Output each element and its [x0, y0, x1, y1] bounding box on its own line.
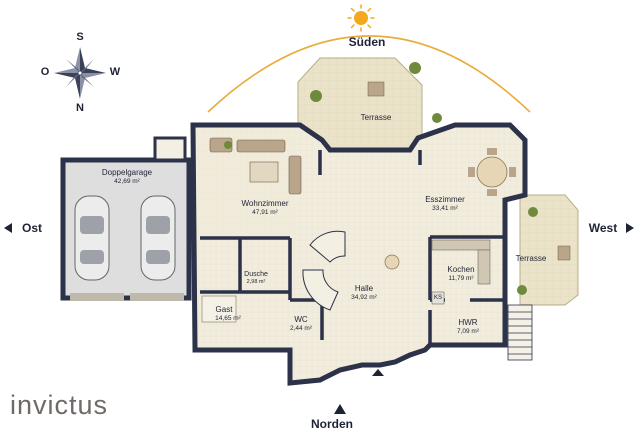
plant-icon	[224, 62, 538, 295]
room-gast-name: Gast	[215, 305, 233, 314]
dining-table	[468, 148, 516, 196]
staircase	[302, 230, 346, 311]
compass-rose-icon	[54, 47, 106, 99]
room-ks-name: KS	[433, 295, 443, 301]
room-gast-area: 14,65 m²	[215, 315, 241, 322]
compass-label-e: O	[40, 66, 50, 78]
room-wohnzimmer-area: 47,91 m²	[252, 209, 278, 216]
compass-label-n: N	[76, 102, 84, 114]
arrow-down-icon	[334, 404, 346, 414]
room-esszimmer-area: 33,41 m²	[432, 205, 458, 212]
compass-label-s: S	[76, 31, 84, 43]
room-dusche-area: 2,98 m²	[246, 279, 266, 285]
room-halle-name: Halle	[354, 284, 374, 293]
room-kochen-name: Kochen	[447, 265, 475, 274]
sun-path-arc	[207, 35, 531, 113]
room-terrasse-top-name: Terrasse	[360, 113, 392, 122]
brand-logo: invictus	[10, 390, 109, 420]
direction-east: Ost	[21, 221, 43, 235]
room-esszimmer-name: Esszimmer	[425, 195, 465, 204]
room-doppelgarage-name: Doppelgarage	[101, 168, 153, 177]
room-doppelgarage-area: 42,69 m²	[114, 178, 140, 185]
room-hwr-name: HWR	[458, 318, 478, 327]
room-terrasse-right-name: Terrasse	[515, 254, 547, 263]
direction-north: Norden	[311, 417, 353, 431]
direction-south: Süden	[348, 35, 386, 49]
room-wc-area: 2,44 m²	[289, 325, 313, 332]
car-icon	[74, 195, 110, 281]
car-icon	[140, 195, 176, 281]
room-wc-name: WC	[294, 315, 308, 324]
room-halle-area: 34,92 m²	[351, 294, 377, 301]
entrance-arrow-icon	[372, 369, 384, 376]
room-hwr-area: 7,09 m²	[456, 328, 480, 335]
sun-icon	[347, 4, 375, 32]
kitchen-counters	[431, 239, 491, 305]
terrace-table	[367, 81, 571, 261]
room-kochen-area: 11,79 m²	[448, 275, 474, 282]
compass-label-w: W	[109, 66, 121, 78]
halle-table	[384, 254, 400, 270]
arrow-left-icon	[4, 223, 12, 233]
room-wohnzimmer-name: Wohnzimmer	[241, 199, 289, 208]
garage-door	[70, 293, 184, 301]
arrow-right-icon	[626, 223, 634, 233]
exterior-stairs	[507, 304, 533, 361]
living-furniture	[209, 137, 302, 195]
room-dusche-name: Dusche	[244, 271, 268, 278]
guest-bed	[201, 295, 237, 323]
direction-west: West	[588, 221, 618, 235]
